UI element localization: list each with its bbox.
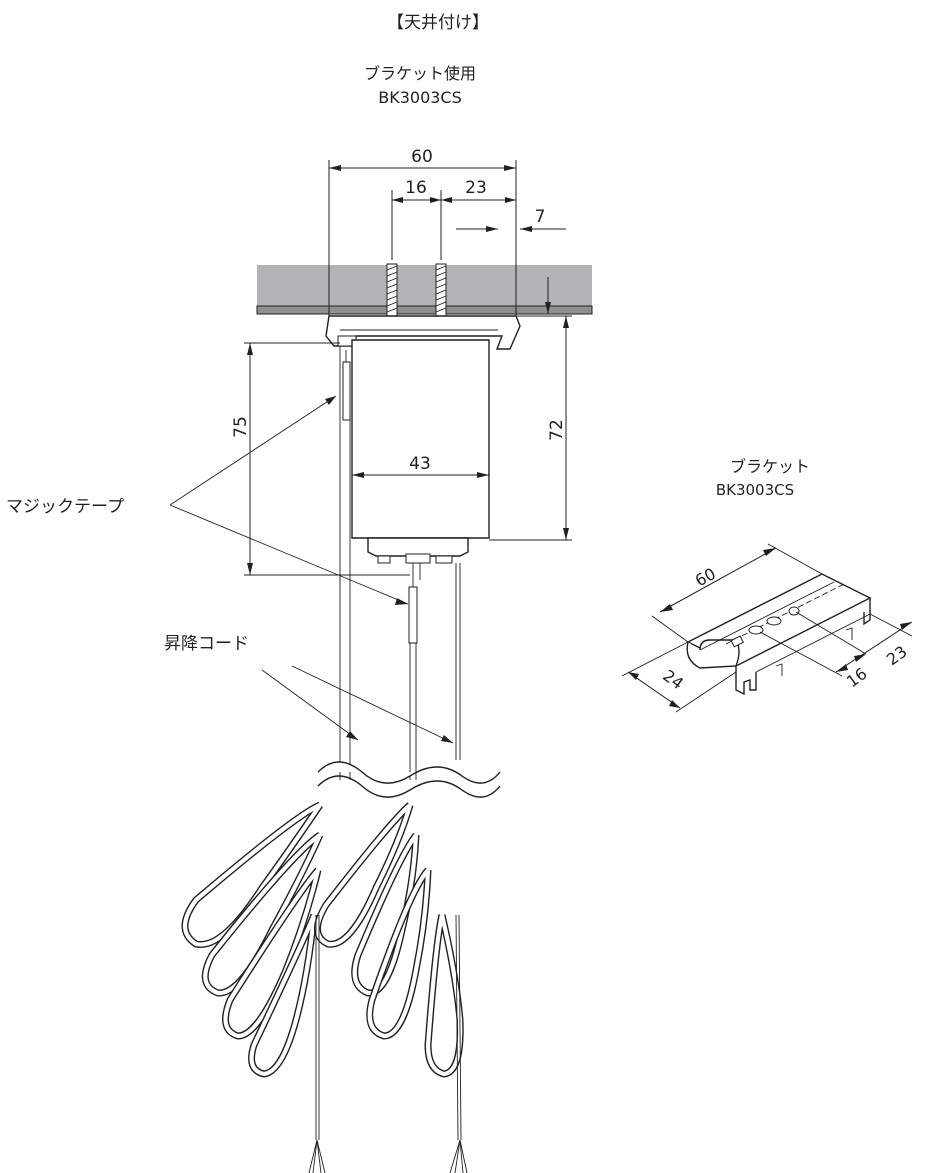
lift-cord-label: 昇降コード [164, 634, 249, 654]
folded-fabric [181, 801, 464, 1078]
dimension-tape-height: 75 [231, 342, 410, 576]
dimension-label-75: 75 [231, 416, 251, 438]
dimension-label-43: 43 [409, 454, 431, 474]
dimension-head-height: 72 [489, 315, 572, 541]
velcro-strip-upper [342, 361, 351, 421]
bracket-dim-60: 60 [692, 564, 719, 590]
dimension-label-7: 7 [535, 207, 546, 227]
ceiling [256, 265, 593, 315]
bracket-detail: ブラケット BK3003CS 60 24 [621, 457, 913, 713]
cord-tassels [308, 914, 468, 1173]
diagram-subtitle: ブラケット使用 [364, 64, 476, 83]
bracket-detail-name: ブラケット [730, 457, 810, 476]
fabric-break-line [317, 761, 501, 784]
velcro-label: マジックテープ [6, 497, 124, 517]
ceiling-slab [257, 265, 592, 306]
lift-cord-callout: 昇降コード [164, 634, 454, 744]
diagram-model-number: BK3003CS [378, 88, 462, 107]
dimension-head-width: 43 [352, 454, 489, 478]
velcro-strip-lower [408, 586, 418, 644]
velcro-strips [342, 350, 421, 644]
dimension-width-total: 60 [328, 147, 517, 316]
dimension-label-60: 60 [411, 147, 433, 167]
dimension-edge-offset: 7 [456, 207, 566, 314]
dimension-label-72: 72 [547, 419, 567, 441]
dimension-screw-spacing: 16 23 [391, 178, 516, 260]
diagram-title: 【天井付け】 [387, 13, 489, 33]
velcro-callout: マジックテープ [6, 395, 409, 605]
fabric-and-cords [339, 346, 417, 780]
head-rail [351, 339, 490, 760]
ceiling-board [256, 305, 593, 315]
bracket-dim-23: 23 [883, 642, 911, 669]
bracket-detail-model: BK3003CS [716, 481, 794, 499]
dimension-label-23: 23 [465, 178, 487, 198]
bracket-dim-24: 24 [659, 666, 687, 693]
dimension-label-16: 16 [405, 178, 427, 198]
fabric-break-line-lower [317, 775, 501, 798]
